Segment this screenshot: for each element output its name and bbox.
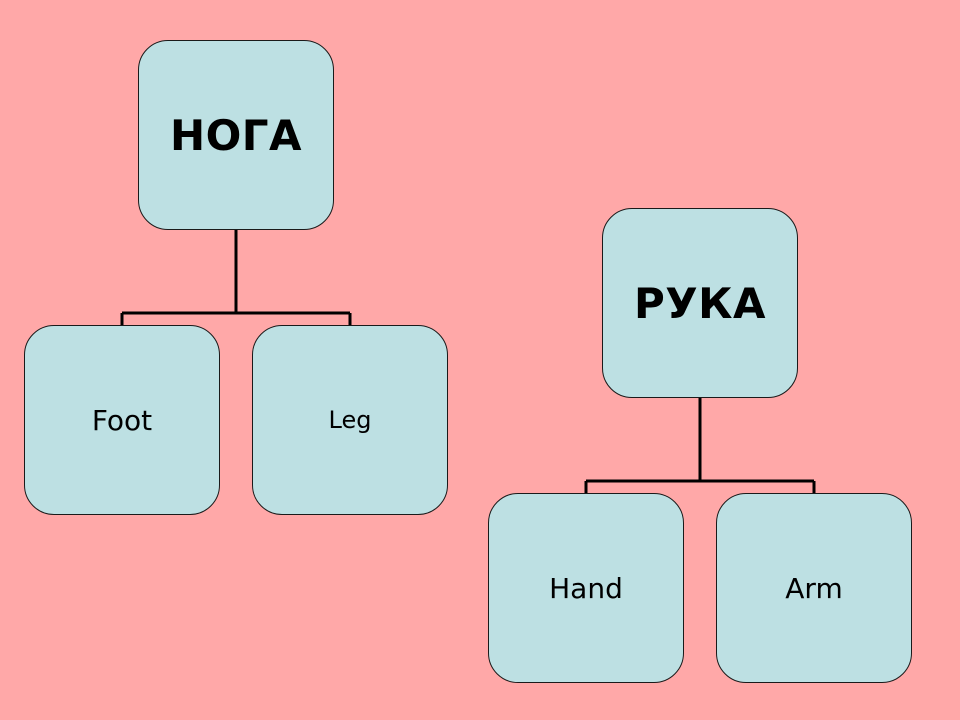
node-arm-label: Arm: [785, 571, 843, 605]
node-leg-label: Leg: [328, 406, 372, 434]
node-foot-label: Foot: [91, 403, 153, 437]
node-hand-label: Hand: [549, 571, 623, 605]
node-leg: Leg: [252, 325, 448, 515]
node-ruka: РУКА: [602, 208, 798, 398]
node-noga: НОГА: [138, 40, 334, 230]
node-foot: Foot: [24, 325, 220, 515]
node-hand: Hand: [488, 493, 684, 683]
node-noga-label: НОГА: [169, 110, 303, 160]
node-arm: Arm: [716, 493, 912, 683]
node-ruka-label: РУКА: [634, 278, 766, 328]
